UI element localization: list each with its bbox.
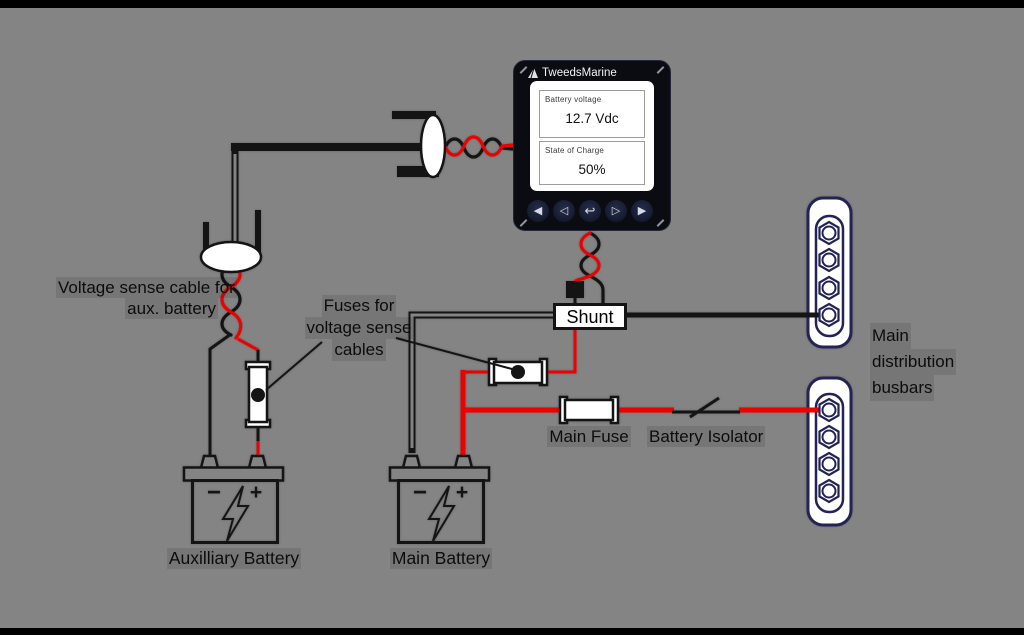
- enter-button[interactable]: ↩: [579, 200, 601, 222]
- battery-isolator-blade: [689, 396, 720, 419]
- aux-sense-fuse: [244, 360, 272, 429]
- twisted-pair-display: [443, 135, 515, 159]
- main-fuse-label: Main Fuse: [547, 426, 631, 447]
- battery-isolator-label: Battery Isolator: [647, 426, 766, 447]
- main-sense-fuse: [487, 357, 549, 387]
- back-fast-button[interactable]: ◀: [527, 200, 549, 222]
- shunt-sense-wire: [546, 329, 577, 374]
- back-button[interactable]: ◁: [553, 200, 575, 222]
- fuse-note-label: Fuses for voltage sense cables: [304, 295, 414, 361]
- shunt-label: Shunt: [566, 307, 614, 327]
- monitor-button-row: ◀ ◁ ↩ ▷ ▶: [527, 200, 653, 222]
- top-edge-bar: [0, 0, 1024, 8]
- shunt-sense-fuse: [566, 281, 584, 298]
- aux-bolt-icon: [221, 485, 250, 542]
- main-negative-terminal: [401, 454, 422, 470]
- readout-label: Battery voltage: [545, 95, 602, 104]
- voltage-sense-label: Voltage sense cable for aux. battery: [56, 277, 237, 319]
- aux-negative-terminal: [199, 454, 220, 470]
- monitor-screen: Battery voltage 12.7 Vdc State of Charge…: [530, 81, 654, 191]
- state-of-charge-readout: State of Charge 50%: [539, 141, 645, 185]
- twisted-pair-shunt: [573, 231, 605, 307]
- fuse-note-pointer-right: [395, 337, 513, 370]
- main-negative-cable-core: [410, 313, 554, 448]
- busbars-label: Main distribution busbars: [870, 323, 957, 401]
- main-fuse: [558, 395, 620, 425]
- main-battery: − +: [388, 454, 491, 544]
- aux-negative-wire: [208, 332, 232, 456]
- sail-triangle-icon: [528, 67, 538, 79]
- readout-label: State of Charge: [545, 146, 605, 155]
- readout-value: 12.7 Vdc: [565, 111, 619, 126]
- forward-fast-button[interactable]: ▶: [631, 200, 653, 222]
- fuse-note-pointer-left: [265, 341, 323, 391]
- aux-minus-mark: −: [207, 479, 221, 506]
- corner-mark-icon: [656, 66, 665, 74]
- main-minus-mark: −: [413, 479, 427, 506]
- shunt-box: Shunt: [553, 303, 627, 330]
- main-battery-label: Main Battery: [389, 548, 493, 569]
- readout-value: 50%: [578, 162, 606, 177]
- aux-positive-terminal: [247, 454, 268, 470]
- main-plus-mark: +: [456, 481, 468, 504]
- twisted-pair-aux: [220, 260, 243, 340]
- brand-text: TweedsMarine: [542, 67, 617, 79]
- main-bolt-icon: [427, 485, 456, 542]
- battery-monitor-panel: TweedsMarine Battery voltage 12.7 Vdc St…: [513, 60, 671, 231]
- main-positive-terminal: [453, 454, 474, 470]
- bottom-edge-bar: [0, 628, 1024, 635]
- auxiliary-battery: − +: [182, 454, 285, 544]
- aux-positive-wire: [237, 337, 260, 352]
- corner-mark-icon: [656, 219, 665, 227]
- forward-button[interactable]: ▷: [605, 200, 627, 222]
- bulkhead-grommet-display: [392, 111, 447, 179]
- aux-plus-mark: +: [250, 481, 262, 504]
- bulkhead-grommet-aux: [199, 210, 263, 274]
- battery-voltage-readout: Battery voltage 12.7 Vdc: [539, 90, 645, 138]
- auxiliary-battery-label: Auxilliary Battery: [166, 548, 302, 569]
